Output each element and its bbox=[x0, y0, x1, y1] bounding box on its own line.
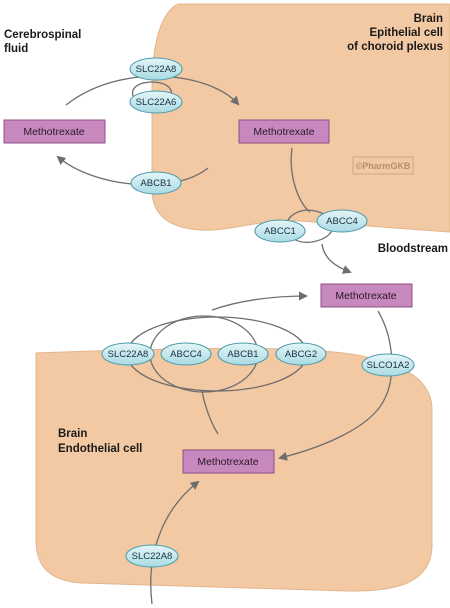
transporter-slco1a2-bbb: SLCO1A2 bbox=[361, 353, 415, 377]
transporter-slc22a8-choroid: SLC22A8 bbox=[129, 57, 183, 81]
svg-text:ABCB1: ABCB1 bbox=[227, 349, 258, 360]
cerebrospinal-fluid-label-line-1: Cerebrospinal bbox=[4, 29, 81, 41]
epithelial-cell-label-line-2: Epithelial cell bbox=[370, 27, 444, 39]
transporter-abcc4-bbb: ABCC4 bbox=[160, 342, 212, 366]
svg-text:ABCC4: ABCC4 bbox=[326, 216, 358, 227]
svg-text:ABCB1: ABCB1 bbox=[140, 178, 171, 189]
transporter-abcc4-basolateral: ABCC4 bbox=[316, 209, 368, 233]
svg-text:ABCG2: ABCG2 bbox=[285, 349, 317, 360]
endothelial-efflux-arrow bbox=[211, 291, 308, 311]
transporter-abcb1-bbb: ABCB1 bbox=[217, 342, 269, 366]
epithelial-cell-label-line-1: Brain bbox=[414, 13, 443, 25]
bottom-uptake-arrow bbox=[150, 480, 200, 605]
transporter-slc22a6-choroid: SLC22A6 bbox=[129, 90, 183, 114]
methotrexate-bloodstream-label: Methotrexate bbox=[335, 290, 396, 302]
transporter-slc22a8-bottom: SLC22A8 bbox=[125, 544, 179, 568]
transporter-abcb1-choroid: ABCB1 bbox=[130, 171, 182, 195]
methotrexate-bloodstream-box: Methotrexate bbox=[320, 283, 413, 308]
to-bloodstream-arrow bbox=[321, 243, 352, 274]
watermark-box bbox=[352, 156, 414, 175]
bloodstream-uptake-arrow bbox=[278, 310, 393, 461]
svg-text:SLC22A6: SLC22A6 bbox=[136, 97, 177, 108]
methotrexate-csf-label: Methotrexate bbox=[23, 126, 84, 138]
transporter-slc22a8-bbb: SLC22A8 bbox=[101, 342, 155, 366]
methotrexate-epithelial-label: Methotrexate bbox=[253, 126, 314, 138]
transporter-abcc1-basolateral: ABCC1 bbox=[254, 219, 306, 243]
methotrexate-csf-box: Methotrexate bbox=[3, 119, 106, 144]
methotrexate-endothelial-label: Methotrexate bbox=[197, 456, 258, 468]
methotrexate-endothelial-box: Methotrexate bbox=[182, 449, 275, 474]
watermark: ©PharmGKB bbox=[356, 161, 411, 171]
epithelial-cell-label-line-3: of choroid plexus bbox=[347, 41, 443, 53]
cerebrospinal-fluid-label-line-2: fluid bbox=[4, 43, 28, 55]
endothelial-internal-line bbox=[201, 389, 219, 435]
methotrexate-epithelial-box: Methotrexate bbox=[238, 119, 330, 144]
endothelial-cell-label-line-2: Endothelial cell bbox=[58, 443, 142, 455]
endothelial-cell-label-line-1: Brain bbox=[58, 428, 87, 440]
bloodstream-label: Bloodstream bbox=[378, 243, 448, 255]
transporter-abcg2-bbb: ABCG2 bbox=[275, 342, 327, 366]
svg-text:SLCO1A2: SLCO1A2 bbox=[367, 360, 410, 371]
svg-text:SLC22A8: SLC22A8 bbox=[132, 551, 173, 562]
svg-text:SLC22A8: SLC22A8 bbox=[136, 64, 177, 75]
svg-text:ABCC1: ABCC1 bbox=[264, 226, 296, 237]
svg-text:ABCC4: ABCC4 bbox=[170, 349, 202, 360]
svg-text:SLC22A8: SLC22A8 bbox=[108, 349, 149, 360]
